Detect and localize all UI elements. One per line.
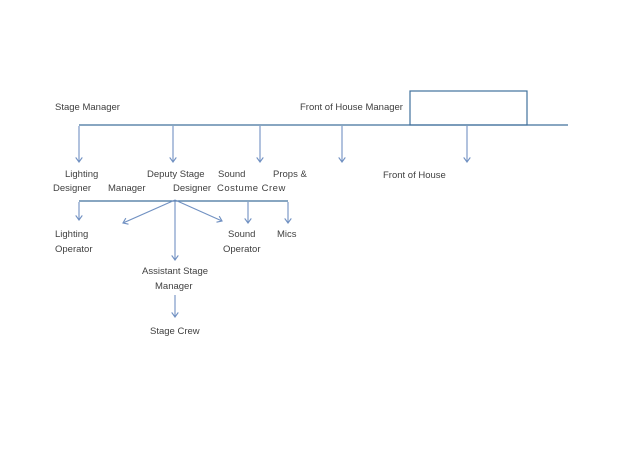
- label-front-of-house: Front of House: [383, 170, 446, 181]
- label-sound-operator-line2: Operator: [223, 244, 261, 255]
- empty-box: [409, 90, 528, 126]
- label-stage-manager: Stage Manager: [55, 102, 120, 113]
- label-stage-crew: Stage Crew: [150, 326, 200, 337]
- connector-to-sound-operator: [174, 199, 223, 223]
- label-lighting-designer-line1: Lighting: [65, 169, 98, 180]
- label-front-of-house-manager: Front of House Manager: [300, 102, 403, 113]
- label-mics: Mics: [277, 229, 297, 240]
- label-props-costume-crew-line1: Props &: [273, 169, 307, 180]
- label-deputy-stage-manager-line2: Manager: [108, 183, 146, 194]
- label-deputy-stage-manager-line1: Deputy Stage: [147, 169, 205, 180]
- label-sound-designer-line2: Designer: [173, 183, 211, 194]
- label-sound-designer-line1: Sound: [218, 169, 245, 180]
- label-lighting-operator-line2: Operator: [55, 244, 93, 255]
- label-assistant-stage-manager-line1: Assistant Stage: [142, 266, 208, 277]
- label-sound-operator-line1: Sound: [228, 229, 255, 240]
- label-props-costume-crew-line2: Costume Crew: [217, 183, 286, 194]
- label-assistant-stage-manager-line2: Manager: [155, 281, 193, 292]
- connector-fan-down-left: [122, 199, 176, 225]
- label-lighting-operator-line1: Lighting: [55, 229, 88, 240]
- label-lighting-designer-line2: Designer: [53, 183, 91, 194]
